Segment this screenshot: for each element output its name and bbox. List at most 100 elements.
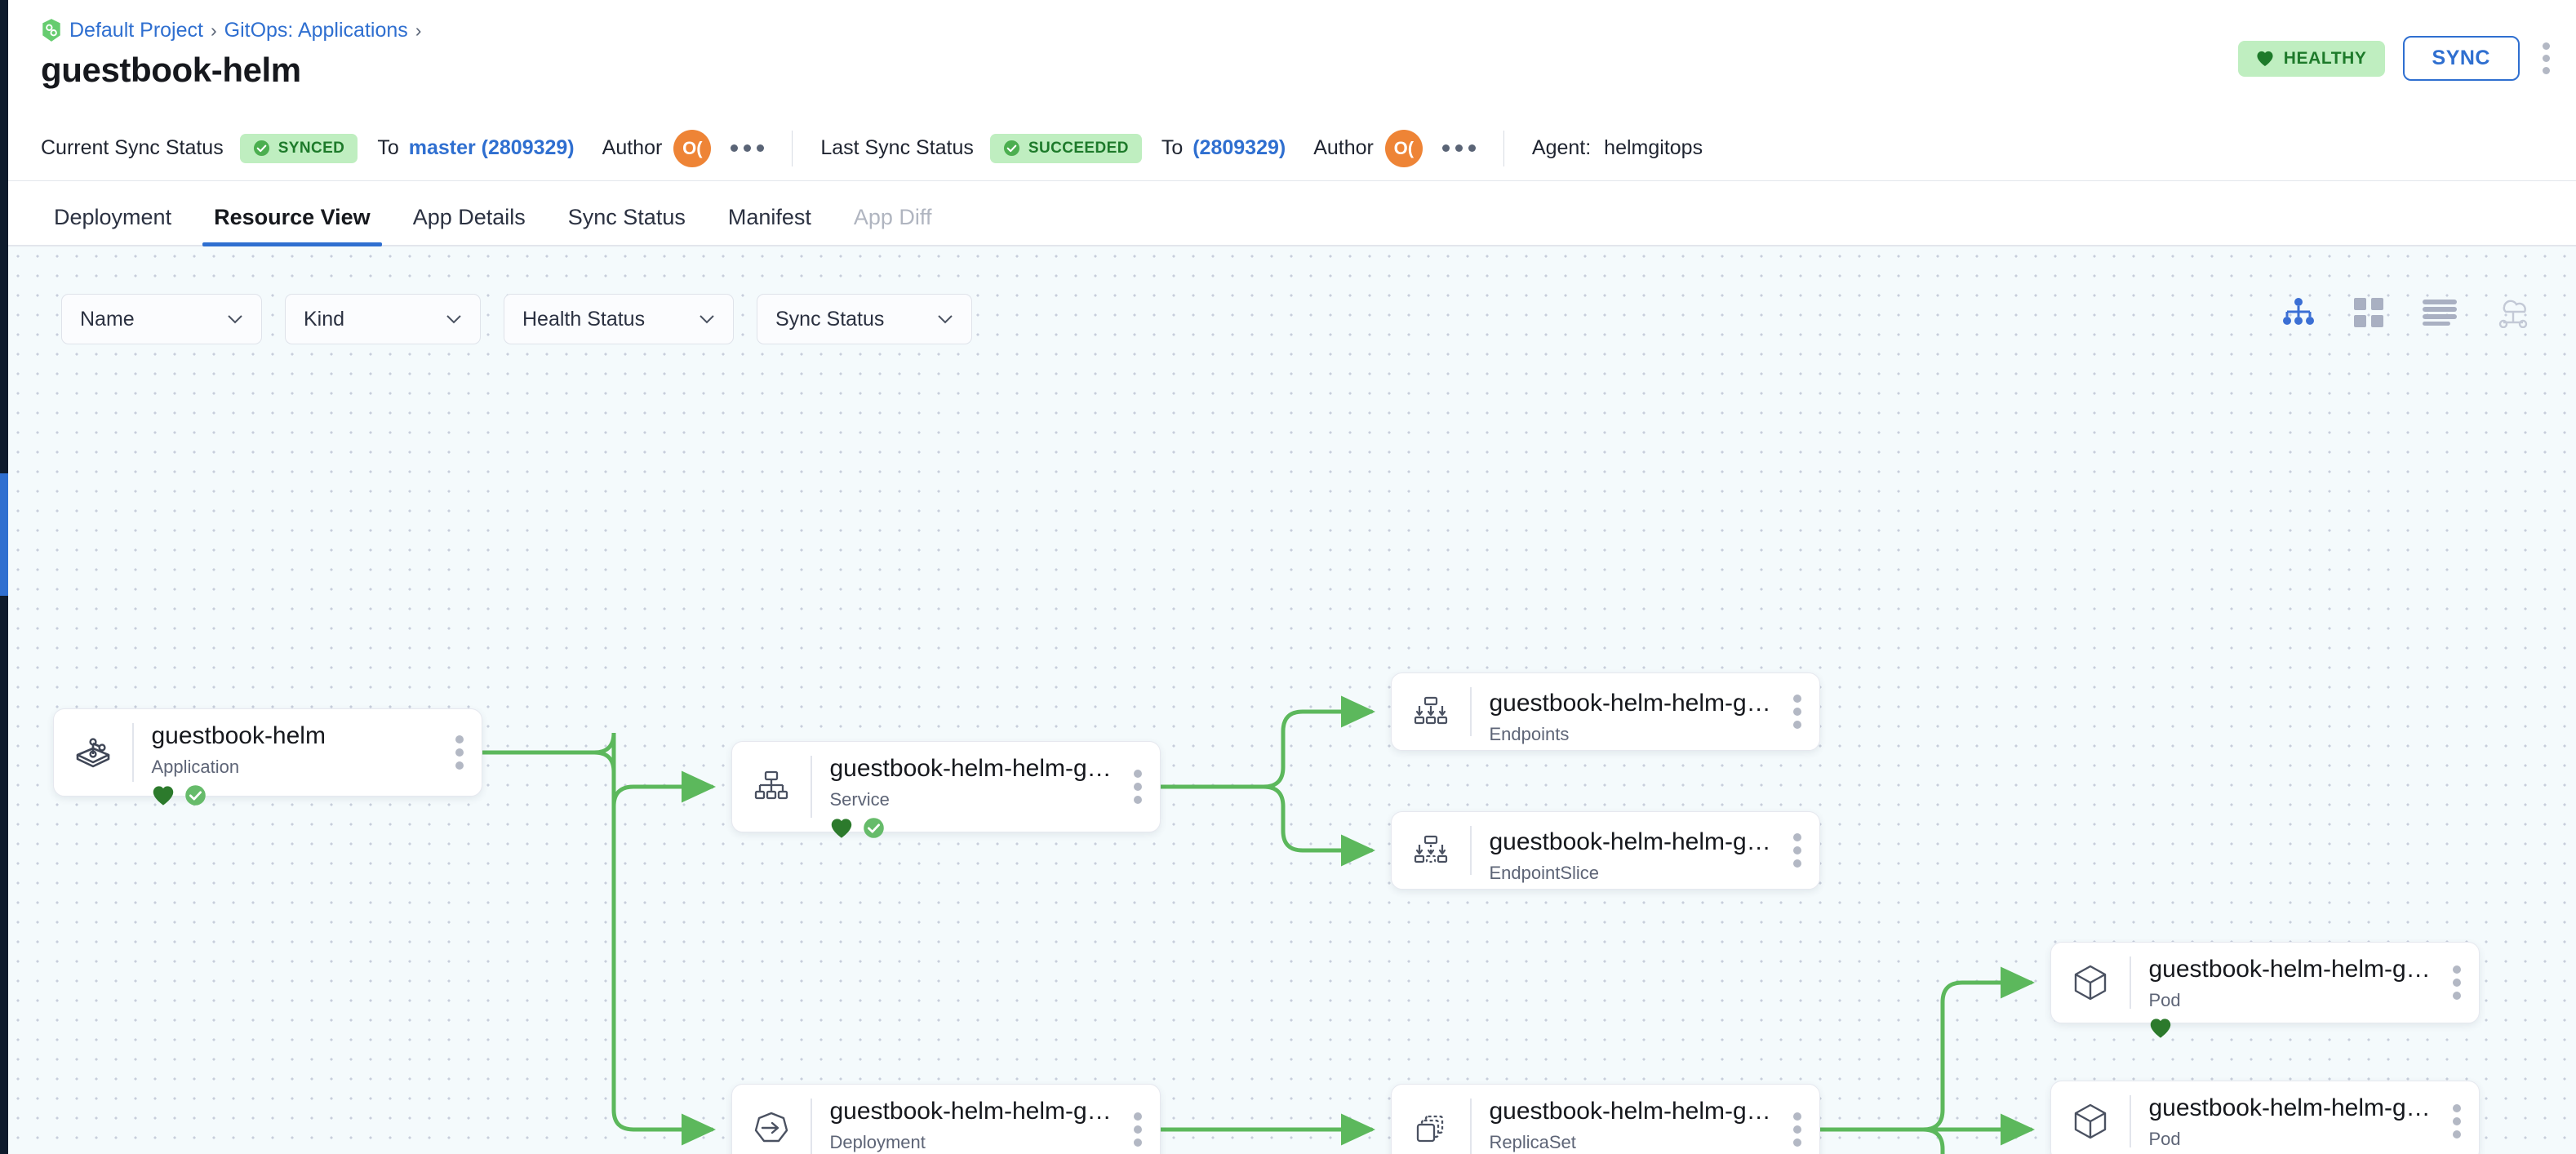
node-menu-button[interactable] <box>1775 673 1819 750</box>
filter-name-label: Name <box>80 307 135 331</box>
rail-active-accent <box>0 473 8 596</box>
pod-icon <box>2051 1081 2130 1154</box>
check-circle-icon <box>863 818 884 838</box>
node-menu-button[interactable] <box>437 709 482 796</box>
node-name: guestbook-helm-helm-g… <box>829 1098 1112 1125</box>
node-menu-button[interactable] <box>1116 1085 1160 1154</box>
service-icon <box>732 742 811 832</box>
tab-app-details[interactable]: App Details <box>412 205 526 229</box>
status-badge-succeeded-label: SUCCEEDED <box>1028 139 1129 157</box>
page-header: Default Project › GitOps: Applications ›… <box>8 0 2576 116</box>
graph-node-deployment[interactable]: guestbook-helm-helm-g… Deployment <box>731 1084 1161 1154</box>
node-menu-button[interactable] <box>1775 812 1819 889</box>
chevron-down-icon-4 <box>938 315 953 324</box>
pod-icon <box>2051 943 2130 1023</box>
node-kind: Application <box>151 757 240 777</box>
kebab-vertical-icon[interactable] <box>1788 828 1806 872</box>
graph-node-service[interactable]: guestbook-helm-helm-g… Service <box>731 741 1161 838</box>
filter-sync-status[interactable]: Sync Status <box>757 294 972 344</box>
heart-icon <box>2257 51 2273 66</box>
node-divider <box>132 723 134 782</box>
list-view-icon[interactable] <box>2423 300 2457 326</box>
graph-node-pod-2[interactable]: guestbook-helm-helm-g… Pod <box>2050 1081 2480 1154</box>
tab-resource-view[interactable]: Resource View <box>193 205 392 246</box>
node-name: guestbook-helm-helm-g… <box>829 755 1112 782</box>
chevron-down-icon <box>228 315 242 324</box>
node-menu-button[interactable] <box>1775 1085 1819 1154</box>
graph-node-endpointslice[interactable]: guestbook-helm-helm-g… EndpointSlice <box>1391 811 1820 890</box>
filter-kind[interactable]: Kind <box>285 294 481 344</box>
avatar[interactable]: O( <box>673 129 712 167</box>
graph-node-application[interactable]: guestbook-helm Application <box>53 708 482 806</box>
chevron-down-icon-3 <box>700 315 714 324</box>
node-name: guestbook-helm-helm-g… <box>1489 690 1771 717</box>
graph-node-endpoints[interactable]: guestbook-helm-helm-g… Endpoints <box>1391 672 1820 751</box>
chevron-down-icon-2 <box>446 315 461 324</box>
kebab-vertical-icon[interactable] <box>2448 961 2466 1005</box>
kebab-vertical-icon[interactable] <box>1788 1107 1806 1152</box>
kebab-vertical-icon[interactable] <box>1129 765 1147 809</box>
node-divider <box>1470 826 1472 875</box>
node-name: guestbook-helm-helm-g… <box>1489 1098 1771 1125</box>
tree-view-icon[interactable] <box>2282 298 2315 327</box>
breadcrumb-separator-2: › <box>415 19 422 41</box>
node-divider <box>811 1099 812 1154</box>
filter-bar: Name Kind Health Status Sync Status <box>61 294 972 344</box>
agent-label: Agent: <box>1531 136 1592 159</box>
node-name: guestbook-helm-helm-g… <box>2148 1094 2431 1121</box>
page-title: guestbook-helm <box>41 51 301 89</box>
endpoints-icon <box>1392 673 1470 750</box>
kebab-horizontal-icon-2[interactable] <box>1441 144 1476 152</box>
resource-graph-canvas[interactable]: Name Kind Health Status Sync Status <box>8 246 2576 1154</box>
last-revision-link[interactable]: (2809329) <box>1193 136 1286 159</box>
node-menu-button[interactable] <box>1116 742 1160 832</box>
heart-icon <box>153 785 173 806</box>
tab-app-diff: App Diff <box>853 205 932 229</box>
tab-manifest[interactable]: Manifest <box>727 205 811 229</box>
network-view-icon[interactable] <box>2496 297 2530 328</box>
breadcrumb-item-gitops-applications[interactable]: GitOps: Applications <box>224 18 408 42</box>
node-kind: Pod <box>2148 990 2181 1010</box>
avatar-2[interactable]: O( <box>1384 129 1423 167</box>
grid-view-icon[interactable] <box>2354 298 2383 327</box>
agent-value: helmgitops <box>1604 136 1703 159</box>
check-circle-icon-2 <box>1003 140 1019 157</box>
kebab-vertical-icon[interactable] <box>1129 1107 1147 1152</box>
tab-sync-status[interactable]: Sync Status <box>567 205 686 229</box>
heart-icon <box>2150 1019 2170 1038</box>
status-badge-healthy-label: HEALTHY <box>2283 48 2367 68</box>
filter-health-status[interactable]: Health Status <box>504 294 734 344</box>
filter-health-status-label: Health Status <box>522 307 646 331</box>
node-status-icons <box>2149 1018 2436 1039</box>
node-kind: EndpointSlice <box>1489 863 1600 883</box>
endpointslice-icon <box>1392 812 1470 889</box>
graph-node-pod-1[interactable]: guestbook-helm-helm-g… Pod <box>2050 942 2480 1038</box>
kebab-horizontal-icon[interactable] <box>731 144 765 152</box>
status-badge-synced: SYNCED <box>239 133 358 163</box>
node-divider <box>811 756 812 818</box>
filter-name[interactable]: Name <box>61 294 262 344</box>
node-divider <box>2130 956 2131 1009</box>
check-circle-icon <box>184 785 206 806</box>
breadcrumb-separator: › <box>210 19 217 41</box>
node-name: guestbook-helm-helm-g… <box>1489 828 1771 855</box>
breadcrumb: Default Project › GitOps: Applications › <box>41 18 421 42</box>
node-menu-button[interactable] <box>2435 943 2479 1023</box>
sync-button[interactable]: SYNC <box>2402 36 2520 81</box>
check-circle-icon <box>253 140 269 157</box>
current-sync-status-label: Current Sync Status <box>41 136 224 159</box>
app-rail <box>0 0 8 1154</box>
kebab-vertical-icon[interactable] <box>1788 690 1806 734</box>
graph-node-replicaset[interactable]: guestbook-helm-helm-g… ReplicaSet <box>1391 1084 1820 1154</box>
node-menu-button[interactable] <box>2435 1081 2479 1154</box>
node-kind: Deployment <box>829 1132 926 1152</box>
application-icon <box>54 709 132 796</box>
last-author-label: Author <box>1313 136 1374 159</box>
current-revision-link[interactable]: master (2809329) <box>408 136 575 159</box>
kebab-vertical-icon[interactable] <box>451 730 469 775</box>
divider-2 <box>1503 130 1504 166</box>
kebab-vertical-icon[interactable] <box>2538 38 2555 79</box>
tab-deployment[interactable]: Deployment <box>54 205 172 229</box>
breadcrumb-item-default-project[interactable]: Default Project <box>69 18 203 42</box>
kebab-vertical-icon[interactable] <box>2448 1099 2466 1143</box>
